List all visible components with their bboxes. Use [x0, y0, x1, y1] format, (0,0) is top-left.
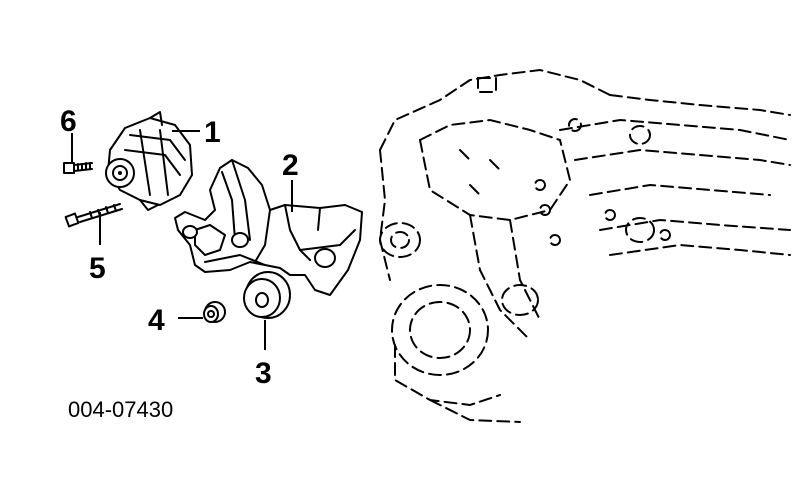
- engine-phantom-outline: [378, 68, 791, 423]
- callout-1: 1: [204, 116, 221, 149]
- bolt-part-5: [64, 203, 123, 228]
- figure-id: 004-07430: [68, 397, 173, 422]
- callout-3: 3: [255, 357, 272, 390]
- spacer-part-4: [203, 301, 226, 323]
- idler-pulley-part-3: [243, 271, 291, 319]
- alternator-part-1: [105, 111, 193, 211]
- callout-6: 6: [60, 105, 77, 138]
- callout-5: 5: [89, 252, 106, 285]
- bolt-part-6: [63, 162, 93, 174]
- callout-2: 2: [282, 149, 299, 182]
- mounting-bracket-part-2: [174, 159, 363, 296]
- callout-4: 4: [148, 304, 165, 337]
